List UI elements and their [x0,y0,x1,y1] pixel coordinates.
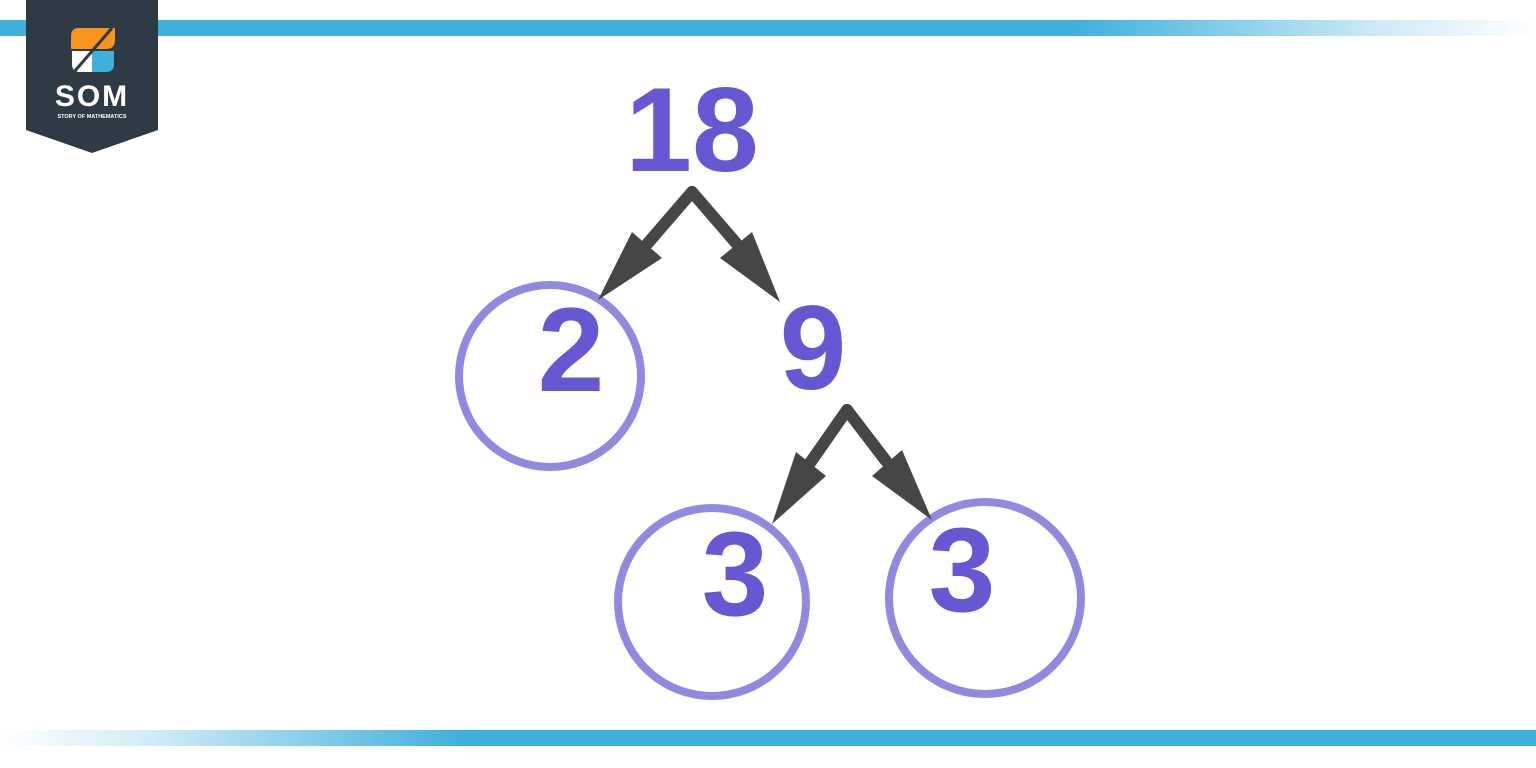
node-right-left: 3 [702,507,769,641]
bottom-accent-bar [0,730,1536,746]
logo-mark-icon [71,27,115,73]
node-left: 2 [538,283,605,417]
prime-circle-3-right [885,498,1085,698]
node-right-right: 3 [929,503,996,637]
logo-tagline: STORY OF MATHEMATICS [57,114,126,120]
prime-circle-3-left [614,504,810,700]
prime-circle-2 [455,281,645,471]
node-root: 18 [625,63,758,197]
branch-18-to-2 [598,186,698,300]
branch-18-to-9 [686,186,780,302]
top-accent-bar [0,20,1536,36]
node-right: 9 [780,281,847,415]
som-logo: SOM STORY OF MATHEMATICS [26,0,158,153]
branch-9-to-3-left [772,404,853,524]
logo-name: SOM [55,80,129,113]
branch-9-to-3-right [841,404,932,520]
